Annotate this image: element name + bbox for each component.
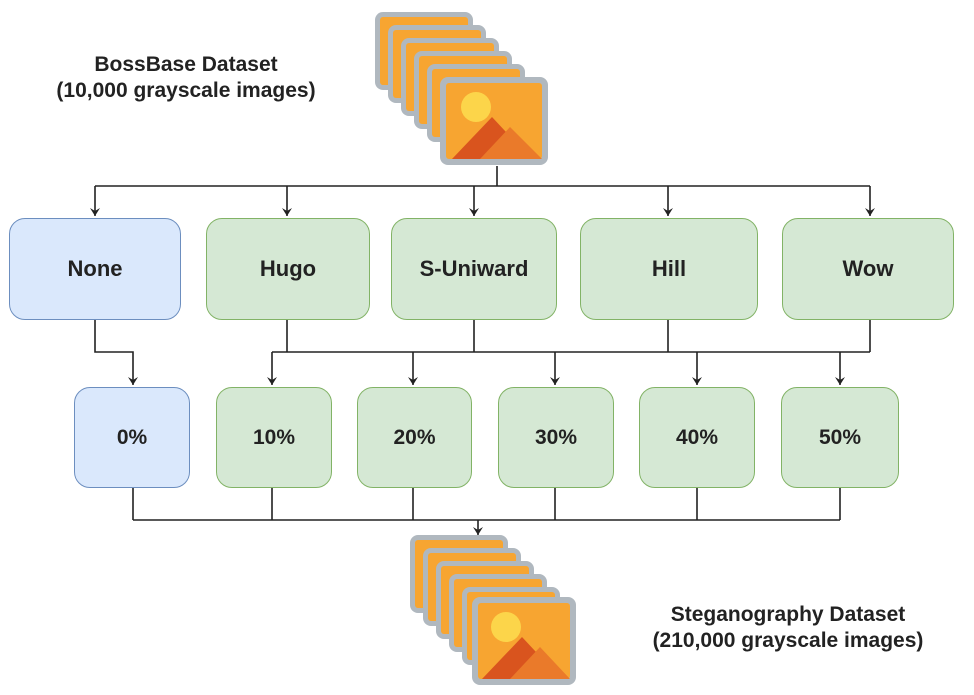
algorithm-box-none: None bbox=[9, 218, 181, 320]
source-dataset-name: BossBase Dataset bbox=[94, 53, 278, 76]
image-stack-icon bbox=[375, 12, 548, 165]
algorithm-box-s-uniward: S-Uniward bbox=[391, 218, 557, 320]
payload-box-10: 10% bbox=[216, 387, 332, 488]
algorithm-box-hill: Hill bbox=[580, 218, 758, 320]
source-dataset-label: BossBase Dataset (10,000 grayscale image… bbox=[0, 52, 372, 105]
algorithm-box-wow: Wow bbox=[782, 218, 954, 320]
algorithm-box-hugo: Hugo bbox=[206, 218, 370, 320]
payload-box-20: 20% bbox=[357, 387, 472, 488]
source-dataset-description: (10,000 grayscale images) bbox=[56, 79, 316, 103]
payload-box-30: 30% bbox=[498, 387, 614, 488]
image-stack-icon bbox=[410, 535, 576, 685]
payload-box-0: 0% bbox=[74, 387, 190, 488]
target-dataset-name: Steganography Dataset bbox=[670, 603, 906, 626]
target-dataset-description: (210,000 grayscale images) bbox=[652, 629, 924, 653]
connector-none-to-0 bbox=[94, 320, 138, 385]
payload-box-50: 50% bbox=[781, 387, 899, 488]
target-dataset-label: Steganography Dataset (210,000 grayscale… bbox=[602, 602, 974, 655]
payload-box-40: 40% bbox=[639, 387, 755, 488]
